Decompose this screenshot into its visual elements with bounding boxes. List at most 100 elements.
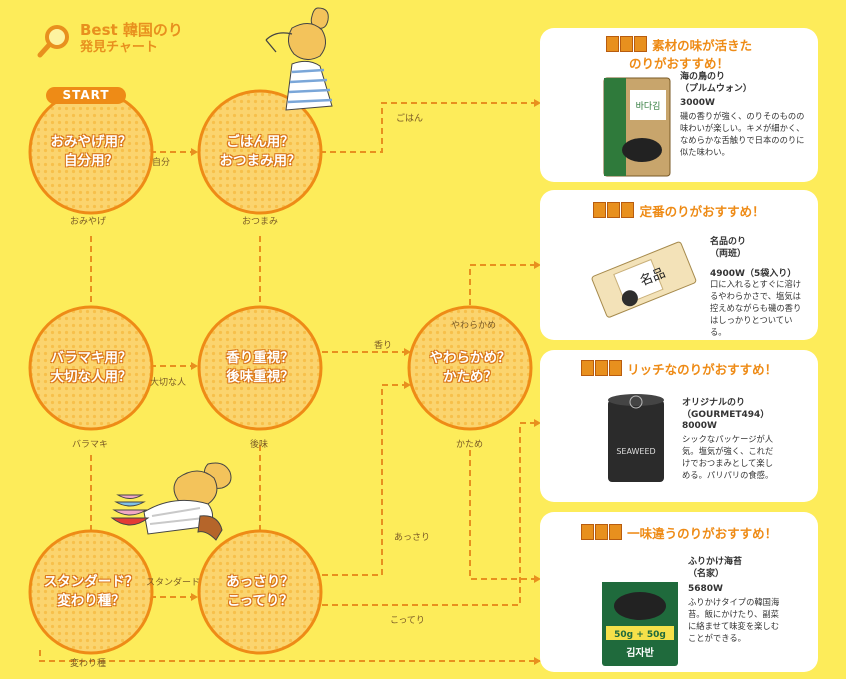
nori-icon	[594, 360, 608, 376]
edge-label-atoaji: 後味	[250, 440, 269, 450]
start-badge: START	[46, 87, 126, 104]
edge-label-assari: あっさり	[394, 533, 431, 543]
product-image-furikake-pack: 50g + 50g 김자반	[602, 552, 678, 666]
page-title: Best 韓国のり 発見チャート	[80, 21, 183, 56]
result-card-3-price: 8000W	[682, 421, 717, 431]
edge-label-omiyage: おみやげ	[70, 217, 107, 227]
result-card-3-name-line1: オリジナルのり	[682, 398, 746, 408]
result-card-1-title-line1: 素材の味が活きた	[540, 36, 818, 55]
product-pack-text: 바다김	[636, 100, 661, 112]
result-card-4-desc: ふりかけタイプの韓国海苔。飯にかけたり、副菜に絡ませて味変を楽しむことができる。	[688, 597, 780, 644]
page-title-line1: Best 韓国のり	[80, 21, 183, 39]
node-n1-line1: おみやげ用？	[50, 134, 132, 151]
edge-label-baramaki: バラマキ	[72, 440, 109, 450]
nori-icon	[580, 524, 594, 540]
edge-label-kawaridane: 変わり種	[70, 659, 107, 669]
result-card-4: 一味違うのりがおすすめ！ 50g + 50g 김자반 ふりかけ海苔 （名家） 5…	[540, 512, 818, 672]
edge-label-otsumami: おつまみ	[242, 217, 279, 227]
edge-n7-n5	[322, 381, 411, 576]
result-card-2-name-line1: 名品のり	[710, 237, 747, 247]
node-n2-line1: ごはん用？	[226, 134, 294, 151]
node-n3: バラマキ用？ 大切な人用？	[32, 321, 150, 415]
product-image-nori-pack: 바다김	[603, 77, 671, 177]
node-n5: やわらかめ？ かため？	[411, 321, 529, 415]
result-card-4-title: 一味違うのりがおすすめ！	[540, 524, 818, 543]
result-card-3-name-line2: （GOURMET494）	[682, 410, 770, 421]
result-card-4-name: ふりかけ海苔 （名家）	[688, 556, 742, 580]
node-n3-line2: 大切な人用？	[50, 369, 132, 385]
node-n6: スタンダード？ 変わり種？	[32, 545, 150, 639]
node-n3-circle	[28, 305, 154, 431]
nori-icon	[621, 202, 635, 218]
node-n1-line2: 自分用？	[64, 153, 118, 169]
nori-icon	[619, 36, 633, 52]
node-n7-line1: あっさり？	[226, 574, 294, 591]
product-image-nori-box: 名品	[591, 241, 697, 318]
node-n2-line2: おつまみ用？	[219, 153, 301, 169]
node-n5-line2: かため？	[443, 369, 497, 385]
nori-icon	[608, 524, 622, 540]
node-n5-circle	[407, 305, 533, 431]
product-image-tin-can: SEAWEED	[608, 394, 664, 482]
result-card-1-price: 3000W	[680, 98, 715, 108]
node-n7: あっさり？ こってり？	[201, 545, 319, 639]
edge-label-gohan: ごはん	[396, 114, 424, 124]
node-n2: ごはん用？ おつまみ用？	[201, 105, 319, 199]
node-n7-line2: こってり？	[227, 593, 293, 609]
person-lying-illustration	[110, 462, 232, 541]
edge-label-standard: スタンダード	[146, 578, 201, 588]
result-card-1-desc: 磯の香りが強く、のりそのものの味わいが楽しい。キメが細かく、なめらかな舌触りで日…	[680, 111, 805, 158]
nori-icon	[608, 360, 622, 376]
node-n5-line1: やわらかめ？	[429, 350, 511, 367]
result-card-1-name-line2: （プルムウォン）	[680, 84, 752, 95]
edge-label-jibun: 自分	[152, 158, 171, 168]
nori-icon	[594, 524, 608, 540]
edge-n7-r4	[322, 419, 541, 606]
edge-label-kaori: 香り	[374, 341, 393, 351]
node-n2-circle	[197, 89, 323, 215]
nori-icon	[605, 36, 619, 52]
result-card-1: 素材の味が活きた のりがおすすめ！ 바다김 海の鳥のり （プルムウォン） 300…	[540, 28, 818, 182]
nori-icon	[593, 202, 607, 218]
result-card-2-name: 名品のり （両班）	[710, 236, 746, 260]
result-card-1-title: 素材の味が活きた のりがおすすめ！	[540, 36, 818, 73]
result-card-1-title-line2: のりがおすすめ！	[628, 56, 729, 72]
result-card-4-name-line2: （名家）	[688, 569, 725, 580]
edge-label-kotteri: こってり	[390, 616, 425, 626]
node-n4-circle	[197, 305, 323, 431]
node-n4-line2: 後味重視？	[226, 369, 294, 385]
result-card-4-name-line1: ふりかけ海苔	[688, 557, 743, 567]
result-card-2-name-line2: （両班）	[710, 249, 747, 260]
result-card-4-price: 5680W	[688, 584, 723, 594]
node-n4: 香り重視？ 後味重視？	[201, 321, 319, 415]
result-card-2-title: 定番のりがおすすめ！	[540, 202, 818, 221]
edge-label-katame: かため	[456, 440, 484, 450]
result-card-3-desc: シックなパッケージが人気。塩気が強く、これだけでおつまみとして楽しめる。パリパリ…	[682, 434, 774, 481]
node-n6-line2: 変わり種？	[57, 593, 125, 609]
nori-icon	[607, 202, 621, 218]
node-n6-circle	[28, 529, 154, 655]
result-card-2: 定番のりがおすすめ！ 名品 名品のり （両班） 4900W（5袋入り） 口に入れ…	[540, 190, 818, 340]
edge-n2-r1	[320, 99, 541, 153]
furikake-pack-text1: 50g + 50g	[614, 630, 666, 640]
result-card-1-name: 海の鳥のり （プルムウォン）	[680, 71, 752, 95]
result-card-3-name: オリジナルのり （GOURMET494）	[682, 397, 769, 421]
edge-n6-r4b	[39, 650, 541, 665]
node-n6-line1: スタンダード？	[43, 574, 139, 591]
result-card-2-desc: 口に入れるとすぐに溶けるやわらかさで、塩気は控えめながらも磯の香りはしっかりとつ…	[710, 279, 802, 338]
nori-icon	[633, 36, 647, 52]
node-n3-line1: バラマキ用？	[50, 350, 132, 367]
nori-icon	[580, 360, 594, 376]
person-looking-illustration	[265, 7, 333, 111]
node-n1: おみやげ用？ 自分用？	[32, 105, 150, 199]
result-card-1-name-line1: 海の鳥のり	[680, 72, 726, 82]
page-title-line2: 発見チャート	[80, 39, 158, 55]
result-card-3: リッチなのりがおすすめ！ SEAWEED オリジナルのり （GOURMET494…	[540, 350, 818, 502]
tin-label-text: SEAWEED	[616, 447, 655, 456]
result-card-3-title: リッチなのりがおすすめ！	[540, 360, 818, 379]
furikake-pack-text2: 김자반	[626, 646, 654, 659]
node-n7-circle	[197, 529, 323, 655]
edge-label-taisetsu: 大切な人	[150, 378, 187, 388]
result-card-2-price: 4900W（5袋入り）	[710, 269, 797, 279]
